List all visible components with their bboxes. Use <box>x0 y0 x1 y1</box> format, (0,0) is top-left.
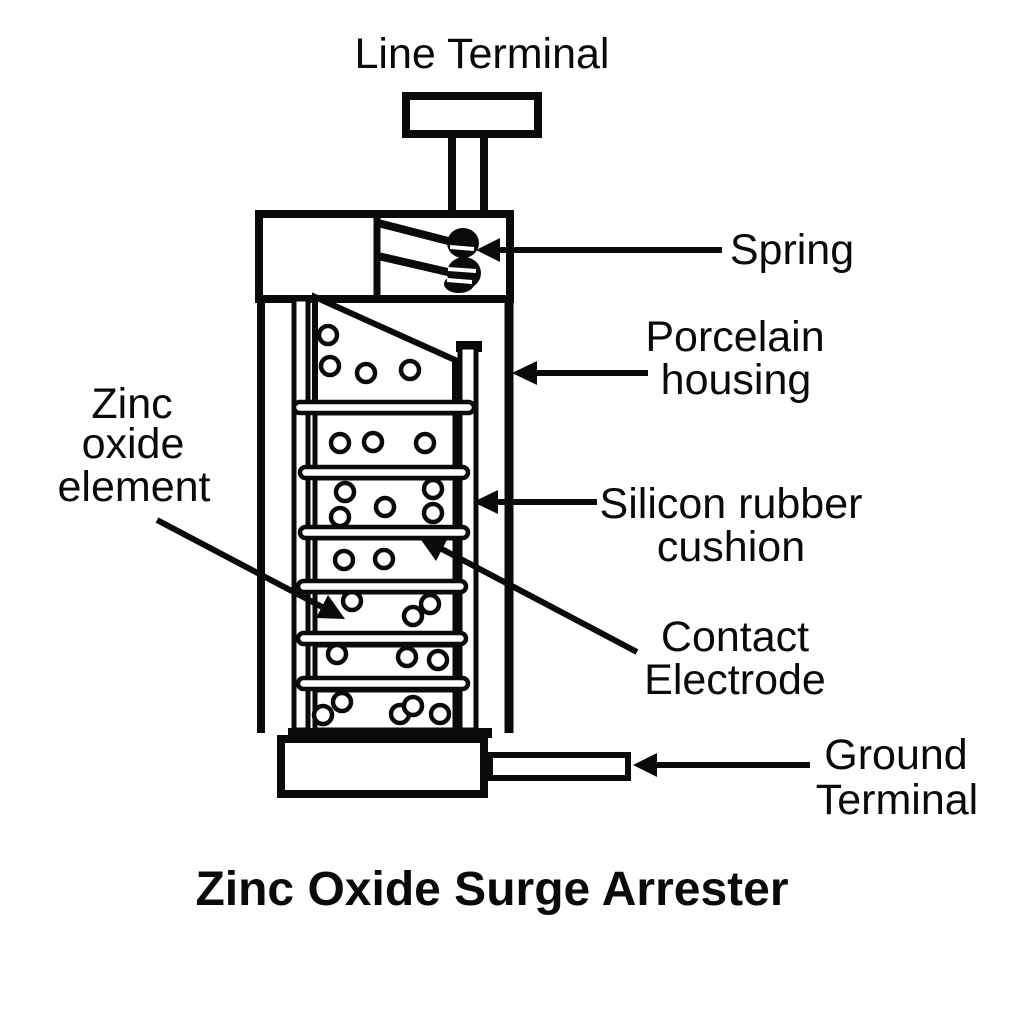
spring-coil-highlight-3 <box>446 278 473 284</box>
grain-dot <box>330 690 354 714</box>
line-terminal-stem <box>448 129 488 221</box>
grain-dot <box>340 589 364 613</box>
grain-dot <box>426 648 450 672</box>
contact-electrode-bar-4 <box>295 578 469 595</box>
label-spring: Spring <box>730 226 854 274</box>
grain-dot <box>418 592 442 616</box>
grain-dot <box>332 548 356 572</box>
grain-dot <box>421 501 445 525</box>
porcelain-housing-arrow <box>512 361 648 385</box>
spring-shape <box>377 219 481 293</box>
ground-terminal-bar <box>487 752 631 781</box>
label-zinc-oxide-line3: element <box>58 463 211 511</box>
label-contact-electrode-line2: Electrode <box>644 656 826 704</box>
spring-arrow <box>476 238 722 262</box>
diagram-labels: Line Terminal Spring Porcelain housing S… <box>58 30 979 916</box>
line-terminal-cap <box>402 92 542 138</box>
contact-electrode-bar-2 <box>297 464 471 481</box>
label-contact-electrode-line1: Contact <box>661 613 809 661</box>
grain-dot <box>325 642 349 666</box>
grain-dot <box>421 477 445 501</box>
grain-dot <box>413 431 437 455</box>
grain-dot <box>395 645 419 669</box>
grain-dot <box>373 495 397 519</box>
grain-dot <box>328 505 352 529</box>
zinc-oxide-element-1 <box>312 292 458 406</box>
grain-dot <box>401 694 425 718</box>
contact-electrode-bar-5 <box>295 630 469 647</box>
contact-electrode-bar-3 <box>297 524 471 541</box>
contact-electrode-bars <box>291 399 477 692</box>
grain-dot <box>398 358 422 382</box>
label-zinc-oxide-line2: oxide <box>82 420 185 468</box>
zinc-oxide-element-stack <box>311 292 458 733</box>
label-porcelain-housing-line2: housing <box>661 356 812 404</box>
spring-wire-bottom <box>377 252 453 277</box>
grain-dot <box>311 703 335 727</box>
zinc-oxide-element-arrow <box>155 517 345 619</box>
line-terminal-shape <box>402 92 542 221</box>
base-and-ground <box>277 728 631 798</box>
grain-dot <box>428 702 452 726</box>
label-porcelain-housing-line1: Porcelain <box>645 313 824 361</box>
contact-electrode-arrow <box>419 537 639 655</box>
label-zinc-oxide-line1: Zinc <box>91 380 172 428</box>
grain-dot <box>328 431 352 455</box>
spring-coil-3 <box>444 275 474 293</box>
ground-terminal-arrow <box>633 753 810 777</box>
grain-dot <box>361 430 385 454</box>
label-silicon-rubber-line1: Silicon rubber <box>600 480 863 528</box>
label-ground-terminal-line2: Terminal <box>816 776 979 824</box>
pointer-arrows <box>155 238 810 777</box>
grain-dot <box>316 323 340 347</box>
base-block <box>277 735 488 798</box>
grain-dot <box>318 354 342 378</box>
inner-left-column <box>291 296 311 733</box>
spring-coil-1 <box>447 228 479 258</box>
label-silicon-rubber-line2: cushion <box>657 523 805 571</box>
label-ground-terminal-line1: Ground <box>824 731 967 779</box>
diagram-title: Zinc Oxide Surge Arrester <box>195 863 788 916</box>
grain-dot <box>333 480 357 504</box>
label-line-terminal: Line Terminal <box>355 30 610 78</box>
spring-coil-highlight-1 <box>449 245 475 251</box>
grain-dot <box>354 361 378 385</box>
silicon-rubber-cushion-arrow <box>473 490 597 514</box>
spring-wire-top <box>377 219 457 247</box>
contact-electrode-bar-6 <box>295 675 471 692</box>
grain-dot <box>401 604 425 628</box>
spring-coil-highlight-2 <box>447 267 477 273</box>
grain-dot <box>372 547 396 571</box>
contact-electrode-bar-1 <box>291 399 477 416</box>
